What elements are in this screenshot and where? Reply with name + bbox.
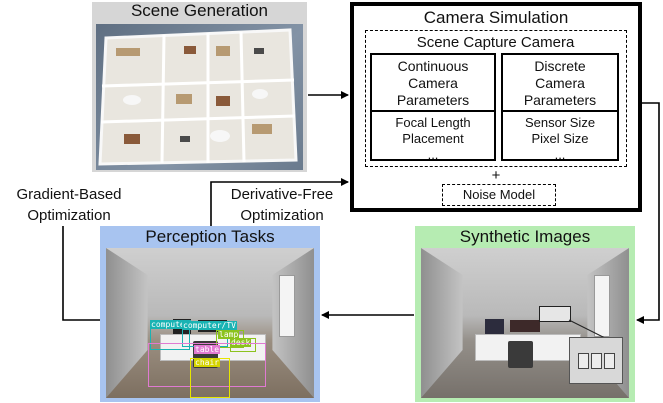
chair: [508, 341, 534, 368]
discrete-parameters-box: Discrete Camera Parameters Sensor Size P…: [501, 53, 619, 162]
detection-label-computer-tv: computer/TV: [182, 321, 237, 330]
discrete-items: Sensor Size Pixel Size ...: [524, 115, 596, 162]
scene-generation-panel: Scene Generation: [92, 2, 307, 172]
detection-label-desk: desk: [230, 338, 252, 347]
arrow-derivative-free: [210, 178, 349, 226]
window: [278, 275, 296, 337]
perception-tasks-title: Perception Tasks: [145, 227, 275, 246]
synthetic-images-panel: Synthetic Images: [415, 226, 635, 402]
floorplan-image: [96, 24, 303, 170]
synthetic-room-image: [421, 248, 629, 398]
continuous-items: Focal Length Placement ...: [395, 115, 471, 162]
zoomed-inset: [569, 337, 623, 384]
synthetic-images-title: Synthetic Images: [459, 227, 591, 246]
derivative-free-label: Derivative-Free Optimization: [230, 186, 334, 224]
scene-capture-camera-title: Scene Capture Camera: [416, 34, 575, 51]
monitor: [485, 318, 505, 334]
scene-generation-title: Scene Generation: [130, 1, 269, 20]
scene-capture-camera-box: Scene Capture Camera Continuous Camera P…: [365, 30, 627, 167]
perception-tasks-panel: Perception Tasks computer computer/TV la…: [100, 226, 320, 402]
floorplan-illustration: [98, 28, 298, 166]
plus-sign: +: [491, 167, 501, 184]
discrete-heading: Discrete Camera Parameters: [523, 58, 597, 108]
camera-simulation-panel: Camera Simulation Scene Capture Camera C…: [350, 2, 642, 212]
detection-label-table: table: [194, 345, 221, 354]
perception-room-image: computer computer/TV lamp desk table cha…: [106, 248, 314, 398]
arrow-gradient-based: [62, 226, 100, 321]
detection-box-table: [148, 343, 266, 387]
continuous-heading: Continuous Camera Parameters: [396, 58, 470, 108]
camera-simulation-title: Camera Simulation: [423, 8, 569, 27]
continuous-divider: [372, 110, 494, 112]
discrete-divider: [503, 110, 617, 112]
monitor: [510, 320, 540, 332]
detection-label-computer: computer: [150, 320, 191, 329]
detection-label-lamp: lamp: [218, 330, 240, 339]
detection-label-chair: chair: [194, 358, 221, 367]
zoom-region-box: [539, 306, 571, 322]
gradient-based-label: Gradient-Based Optimization: [16, 186, 122, 224]
continuous-parameters-box: Continuous Camera Parameters Focal Lengt…: [370, 53, 496, 162]
noise-model-box: Noise Model: [442, 184, 556, 206]
arrow-camera-to-synthetic: [636, 102, 660, 324]
